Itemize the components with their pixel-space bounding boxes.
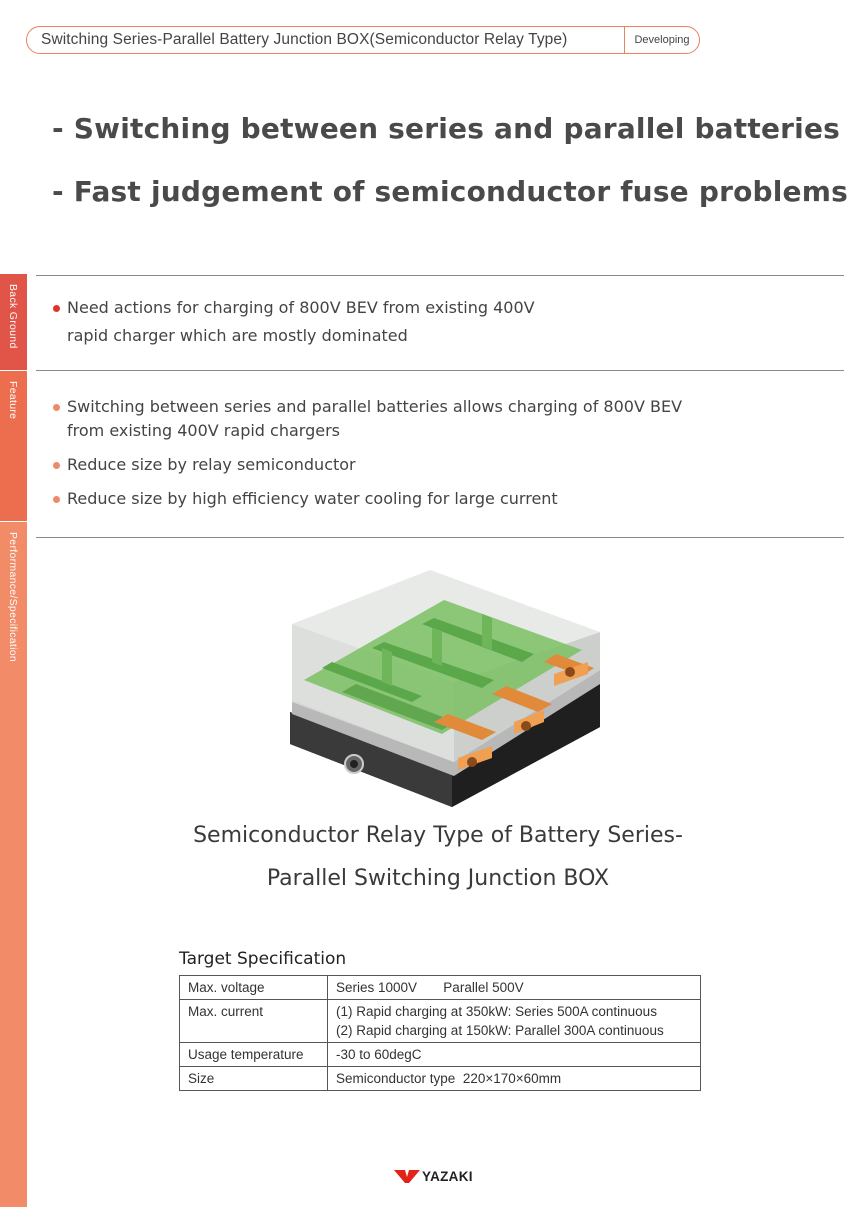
- bullet-dot: [53, 305, 60, 312]
- spec-value: Series 1000V Parallel 500V: [327, 975, 701, 1000]
- feature-item-1-line2: from existing 400V rapid chargers: [67, 421, 340, 440]
- background-text-line2: rapid charger which are mostly dominated: [67, 326, 408, 345]
- document-title: Switching Series-Parallel Battery Juncti…: [41, 31, 568, 48]
- illustration-caption-line2: Parallel Switching Junction BOX: [266, 866, 610, 891]
- section-divider: [36, 537, 844, 538]
- header-pill: Switching Series-Parallel Battery Juncti…: [26, 26, 700, 54]
- bullet-dot: [53, 404, 60, 411]
- sidebar-tab-background-label: Back Ground: [7, 284, 19, 349]
- spec-value-line: (1) Rapid charging at 350kW: Series 500A…: [336, 1004, 657, 1019]
- feature-item-3: Reduce size by high efficiency water coo…: [67, 489, 558, 508]
- spec-value: -30 to 60degC: [327, 1042, 701, 1067]
- table-row: Usage temperature -30 to 60degC: [179, 1042, 701, 1067]
- illustration-caption-line1: Semiconductor Relay Type of Battery Seri…: [193, 823, 683, 848]
- spec-key: Usage temperature: [179, 1042, 328, 1067]
- sidebar-tab-feature: Feature: [0, 371, 27, 521]
- spec-key: Max. current: [179, 999, 328, 1043]
- section-divider: [36, 275, 844, 276]
- table-row: Size Semiconductor type 220×170×60mm: [179, 1066, 701, 1091]
- sidebar-tab-background: Back Ground: [0, 274, 27, 370]
- spec-key: Max. voltage: [179, 975, 328, 1000]
- header-divider: [624, 27, 625, 53]
- bullet-dot: [53, 496, 60, 503]
- table-row: Max. current (1) Rapid charging at 350kW…: [179, 999, 701, 1043]
- feature-item-2: Reduce size by relay semiconductor: [67, 455, 356, 474]
- headline-1: - Switching between series and parallel …: [52, 112, 841, 145]
- yazaki-logo-icon: [394, 1170, 420, 1183]
- status-badge: Developing: [634, 34, 690, 46]
- spec-key: Size: [179, 1066, 328, 1091]
- headline-2: - Fast judgement of semiconductor fuse p…: [52, 175, 848, 208]
- company-logo: YAZAKI: [394, 1168, 473, 1184]
- sidebar-tab-performance-label: Performance/Specification: [7, 532, 19, 663]
- background-text-line1: Need actions for charging of 800V BEV fr…: [67, 298, 535, 317]
- spec-value-line: (2) Rapid charging at 150kW: Parallel 30…: [336, 1023, 664, 1038]
- logo-text: YAZAKI: [422, 1168, 473, 1184]
- spec-title: Target Specification: [179, 949, 347, 969]
- section-divider: [36, 370, 844, 371]
- table-row: Max. voltage Series 1000V Parallel 500V: [179, 975, 701, 1000]
- feature-item-1-line1: Switching between series and parallel ba…: [67, 397, 683, 416]
- sidebar-tab-performance: Performance/Specification: [0, 522, 27, 1207]
- bullet-dot: [53, 462, 60, 469]
- sidebar-tab-feature-label: Feature: [7, 381, 19, 420]
- spec-value: (1) Rapid charging at 350kW: Series 500A…: [327, 999, 701, 1043]
- spec-table: Max. voltage Series 1000V Parallel 500V …: [179, 975, 701, 1091]
- spec-value: Semiconductor type 220×170×60mm: [327, 1066, 701, 1091]
- junction-box-illustration: [290, 570, 600, 807]
